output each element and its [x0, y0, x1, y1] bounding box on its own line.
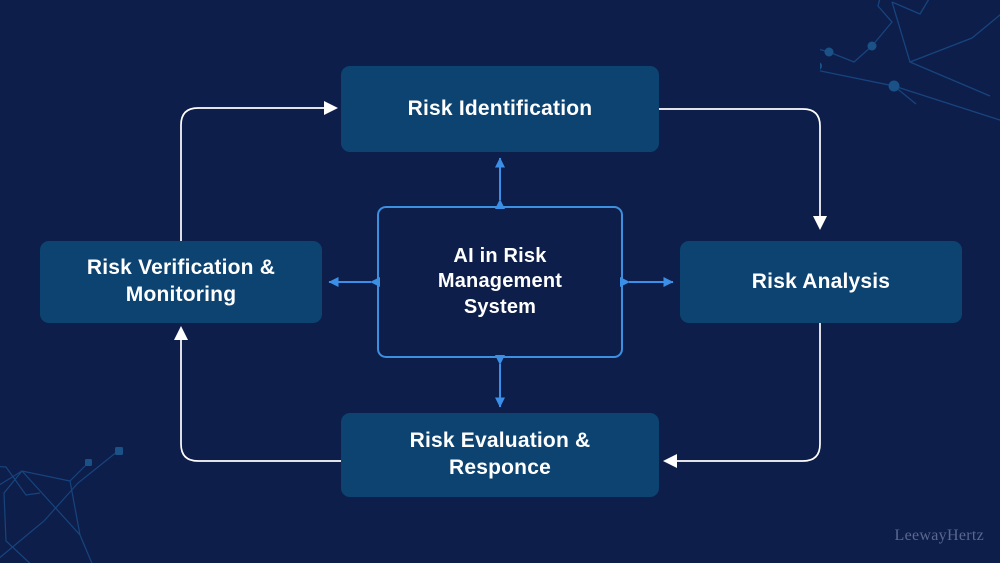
node-ai-risk-management-system-label: AI in Risk Management System	[437, 244, 563, 318]
node-risk-identification[interactable]: Risk Identification	[341, 66, 659, 152]
node-risk-analysis-label: Risk Analysis	[751, 269, 891, 293]
node-risk-analysis[interactable]: Risk Analysis	[680, 241, 962, 323]
decorative-network-bottom-left	[0, 447, 123, 563]
node-risk-verification-and-monitoring[interactable]: Risk Verification & Monitoring	[40, 241, 322, 323]
cycle-arrow-evaluation-to-verification	[174, 326, 341, 462]
node-ai-risk-management-system[interactable]: AI in Risk Management System	[377, 206, 623, 358]
decorative-network-top-right	[820, 0, 1000, 121]
watermark-leewayhertz: LeewayHertz	[894, 527, 984, 544]
node-risk-verification-and-monitoring-label: Risk Verification & Monitoring	[86, 256, 276, 306]
cycle-arrow-identification-to-analysis	[659, 108, 827, 230]
node-risk-evaluation-and-response[interactable]: Risk Evaluation & Responce	[341, 413, 659, 497]
node-risk-identification-label: Risk Identification	[407, 96, 593, 120]
node-risk-evaluation-and-response-label: Risk Evaluation & Responce	[409, 429, 591, 479]
cycle-arrow-analysis-to-evaluation	[663, 323, 821, 468]
